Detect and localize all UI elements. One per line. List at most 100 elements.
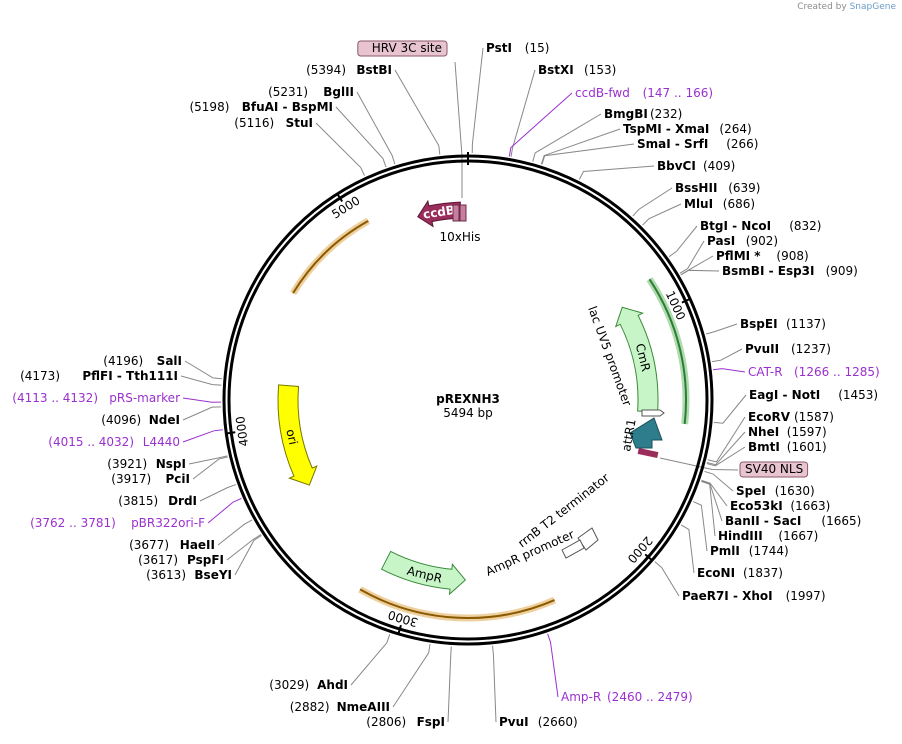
site-position: (5116): [234, 116, 274, 130]
site-label-mlui: MluI(686): [684, 197, 755, 211]
site-label-drdi: DrdI(3815): [118, 494, 197, 508]
site-name: BssHII: [675, 181, 717, 195]
lac-promoter-arrow: [641, 409, 665, 417]
orf-arc-halo: [290, 217, 371, 295]
site-name: EcoNI: [697, 566, 735, 580]
site-name: EagI - NotI: [749, 388, 820, 402]
site-label-ahdi: AhdI(3029): [269, 678, 348, 692]
site-position: (4173): [20, 369, 60, 383]
site-name: PflMI *: [716, 249, 761, 263]
site-label-psti: PstI (15): [486, 41, 549, 55]
leader-line: [356, 91, 396, 165]
site-label-paer7i-xhoi: PaeR7I - XhoI(1997): [682, 589, 826, 603]
orf-arcs: [290, 217, 690, 622]
leader-line: [711, 348, 743, 363]
leader-line: [182, 406, 222, 421]
site-label-pvui: PvuI(2660): [499, 715, 578, 729]
orf-arc: [359, 588, 555, 619]
site-name: BstXI: [538, 63, 574, 77]
sv40-nls-mark: [637, 447, 659, 459]
site-name: BseYI: [194, 568, 232, 582]
site-position: (264): [719, 122, 751, 136]
leader-line: [704, 470, 734, 492]
site-name: ccdB-fwd: [575, 86, 630, 100]
leader-line: [217, 519, 253, 546]
leader-line: [713, 394, 747, 424]
site-label-tspmi-xmai: TspMI - XmaI(264): [623, 122, 752, 136]
site-name: FspI: [417, 715, 445, 729]
site-name: Amp-R: [561, 690, 601, 704]
site-name: SpeI: [736, 484, 766, 498]
leader-line: [392, 643, 431, 708]
site-position: (15): [525, 41, 550, 55]
site-name: HaeII: [180, 538, 215, 552]
site-name: PstI: [486, 41, 512, 55]
site-label-eco53ki: Eco53kI(1663): [730, 499, 830, 513]
site-label-fspi: FspI(2806): [366, 715, 445, 729]
site-position: (4113 .. 4132): [12, 391, 98, 405]
leader-line: [394, 69, 441, 155]
plasmid-name: pREXNH3: [436, 392, 500, 406]
site-label-bsmbi-esp3i: BsmBI - Esp3I(909): [722, 264, 858, 278]
site-name: PflFI - Tth111I: [82, 369, 178, 383]
site-position: (1237): [791, 342, 831, 356]
his-tag-mark-2: [459, 204, 467, 222]
site-position: (4096): [101, 413, 141, 427]
leader-line: [706, 446, 746, 467]
site-position: (2882): [290, 700, 330, 714]
leader-line: [207, 497, 242, 524]
leader-line: [578, 165, 655, 180]
site-label-pspfi: PspFI(3617): [138, 553, 224, 567]
feature-ampr-arrow: [380, 550, 467, 596]
leader-line: [199, 484, 237, 502]
site-name: SmaI - SrfI: [637, 137, 708, 151]
site-name: BmgBI: [604, 107, 648, 121]
leader-line: [226, 534, 262, 561]
leader-line: [680, 269, 720, 276]
leader-line: [510, 69, 536, 157]
site-name: SalI: [157, 354, 182, 368]
site-label-bstxi: BstXI(153): [538, 63, 616, 77]
leader-line: [692, 501, 708, 552]
ampr-promoter-mark: [561, 539, 585, 559]
leader-line: [679, 240, 705, 274]
site-label-pflmi-: PflMI * (908): [716, 249, 809, 263]
site-label-spei: SpeI(1630): [736, 484, 815, 498]
leader-line: [188, 455, 228, 465]
site-label-bspei: BspEI(1137): [740, 317, 826, 331]
site-label-pasi: PasI(902): [707, 234, 778, 248]
leader-line: [706, 431, 746, 466]
site-label-prs-marker: pRS-marker(4113 .. 4132): [12, 391, 180, 405]
site-name: NheI: [748, 425, 779, 439]
site-label-banii-saci: BanII - SacI(1665): [725, 514, 861, 528]
leader-line: [184, 360, 222, 380]
site-label-bseyi: BseYI(3613): [146, 568, 232, 582]
leader-line: [541, 143, 635, 165]
feature-ori-arrow: [277, 384, 318, 486]
leader-line: [701, 479, 728, 507]
site-position: (908): [776, 249, 808, 263]
site-name: BbvCI: [657, 159, 696, 173]
leader-line: [335, 106, 387, 168]
site-position: (1587): [794, 410, 834, 424]
site-label-eagi-noti: EagI - NotI(1453): [749, 388, 878, 402]
site-position: (639): [728, 181, 760, 195]
site-label-sv40-nls: SV40 NLS: [739, 461, 809, 478]
site-name: DrdI: [168, 494, 197, 508]
site-name: L4440: [143, 435, 180, 449]
feature-ccdb-label: ccdB: [422, 203, 456, 222]
site-label-bmti: BmtI(1601): [748, 440, 827, 454]
site-position: (2460 .. 2479): [607, 690, 693, 704]
feature-box: [739, 461, 809, 478]
site-label-bstbi: BstBI(5394): [306, 63, 392, 77]
ruler-tick: [335, 192, 344, 203]
site-position: (232): [650, 107, 682, 121]
site-label-bglii: BglII(5231): [268, 85, 354, 99]
snapgene-brand: SnapGene: [849, 2, 896, 12]
site-position: (3029): [269, 678, 309, 692]
site-name: PmlI: [710, 544, 740, 558]
leader-line: [659, 457, 739, 471]
site-name: HRV 3C site: [372, 41, 442, 55]
leader-line: [680, 524, 695, 574]
